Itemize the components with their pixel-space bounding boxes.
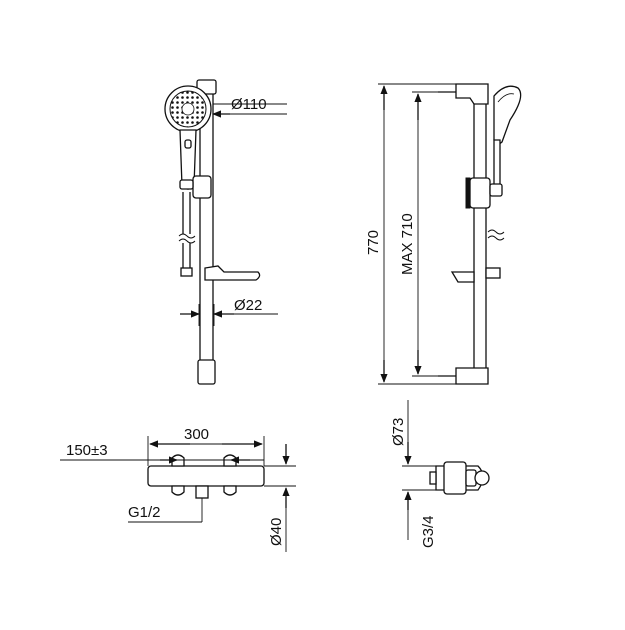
side-rail [473, 89, 487, 381]
soap-dish [204, 265, 261, 281]
side-slider [469, 177, 491, 209]
head-diameter-label: Ø110 [231, 96, 267, 113]
outlet-diameter-label: Ø73 [390, 418, 407, 446]
max-spacing-label: MAX 710 [399, 213, 416, 275]
inlet-thread-label: G1/2 [128, 504, 161, 521]
mixer-width-label: 300 [184, 426, 209, 443]
outlet-thread-label: G3/4 [420, 515, 437, 548]
shower-rail-front-view [164, 79, 287, 385]
shower-rail-side-view [378, 83, 522, 385]
mixer-depth-label: Ø40 [268, 518, 285, 546]
rail-diameter-label: Ø22 [234, 297, 262, 314]
side-top-bracket [455, 83, 489, 105]
bottom-bracket [197, 359, 216, 385]
total-height-label: 770 [365, 230, 382, 255]
side-bottom-bracket [455, 367, 489, 385]
mixer-front-view [60, 436, 296, 552]
mixer-outlet [195, 485, 209, 499]
slider-holder [192, 175, 212, 199]
centres-label: 150±3 [66, 442, 108, 459]
mixer-side-view [402, 400, 490, 540]
mixer-body [147, 465, 265, 487]
side-soap-dish [450, 271, 475, 283]
